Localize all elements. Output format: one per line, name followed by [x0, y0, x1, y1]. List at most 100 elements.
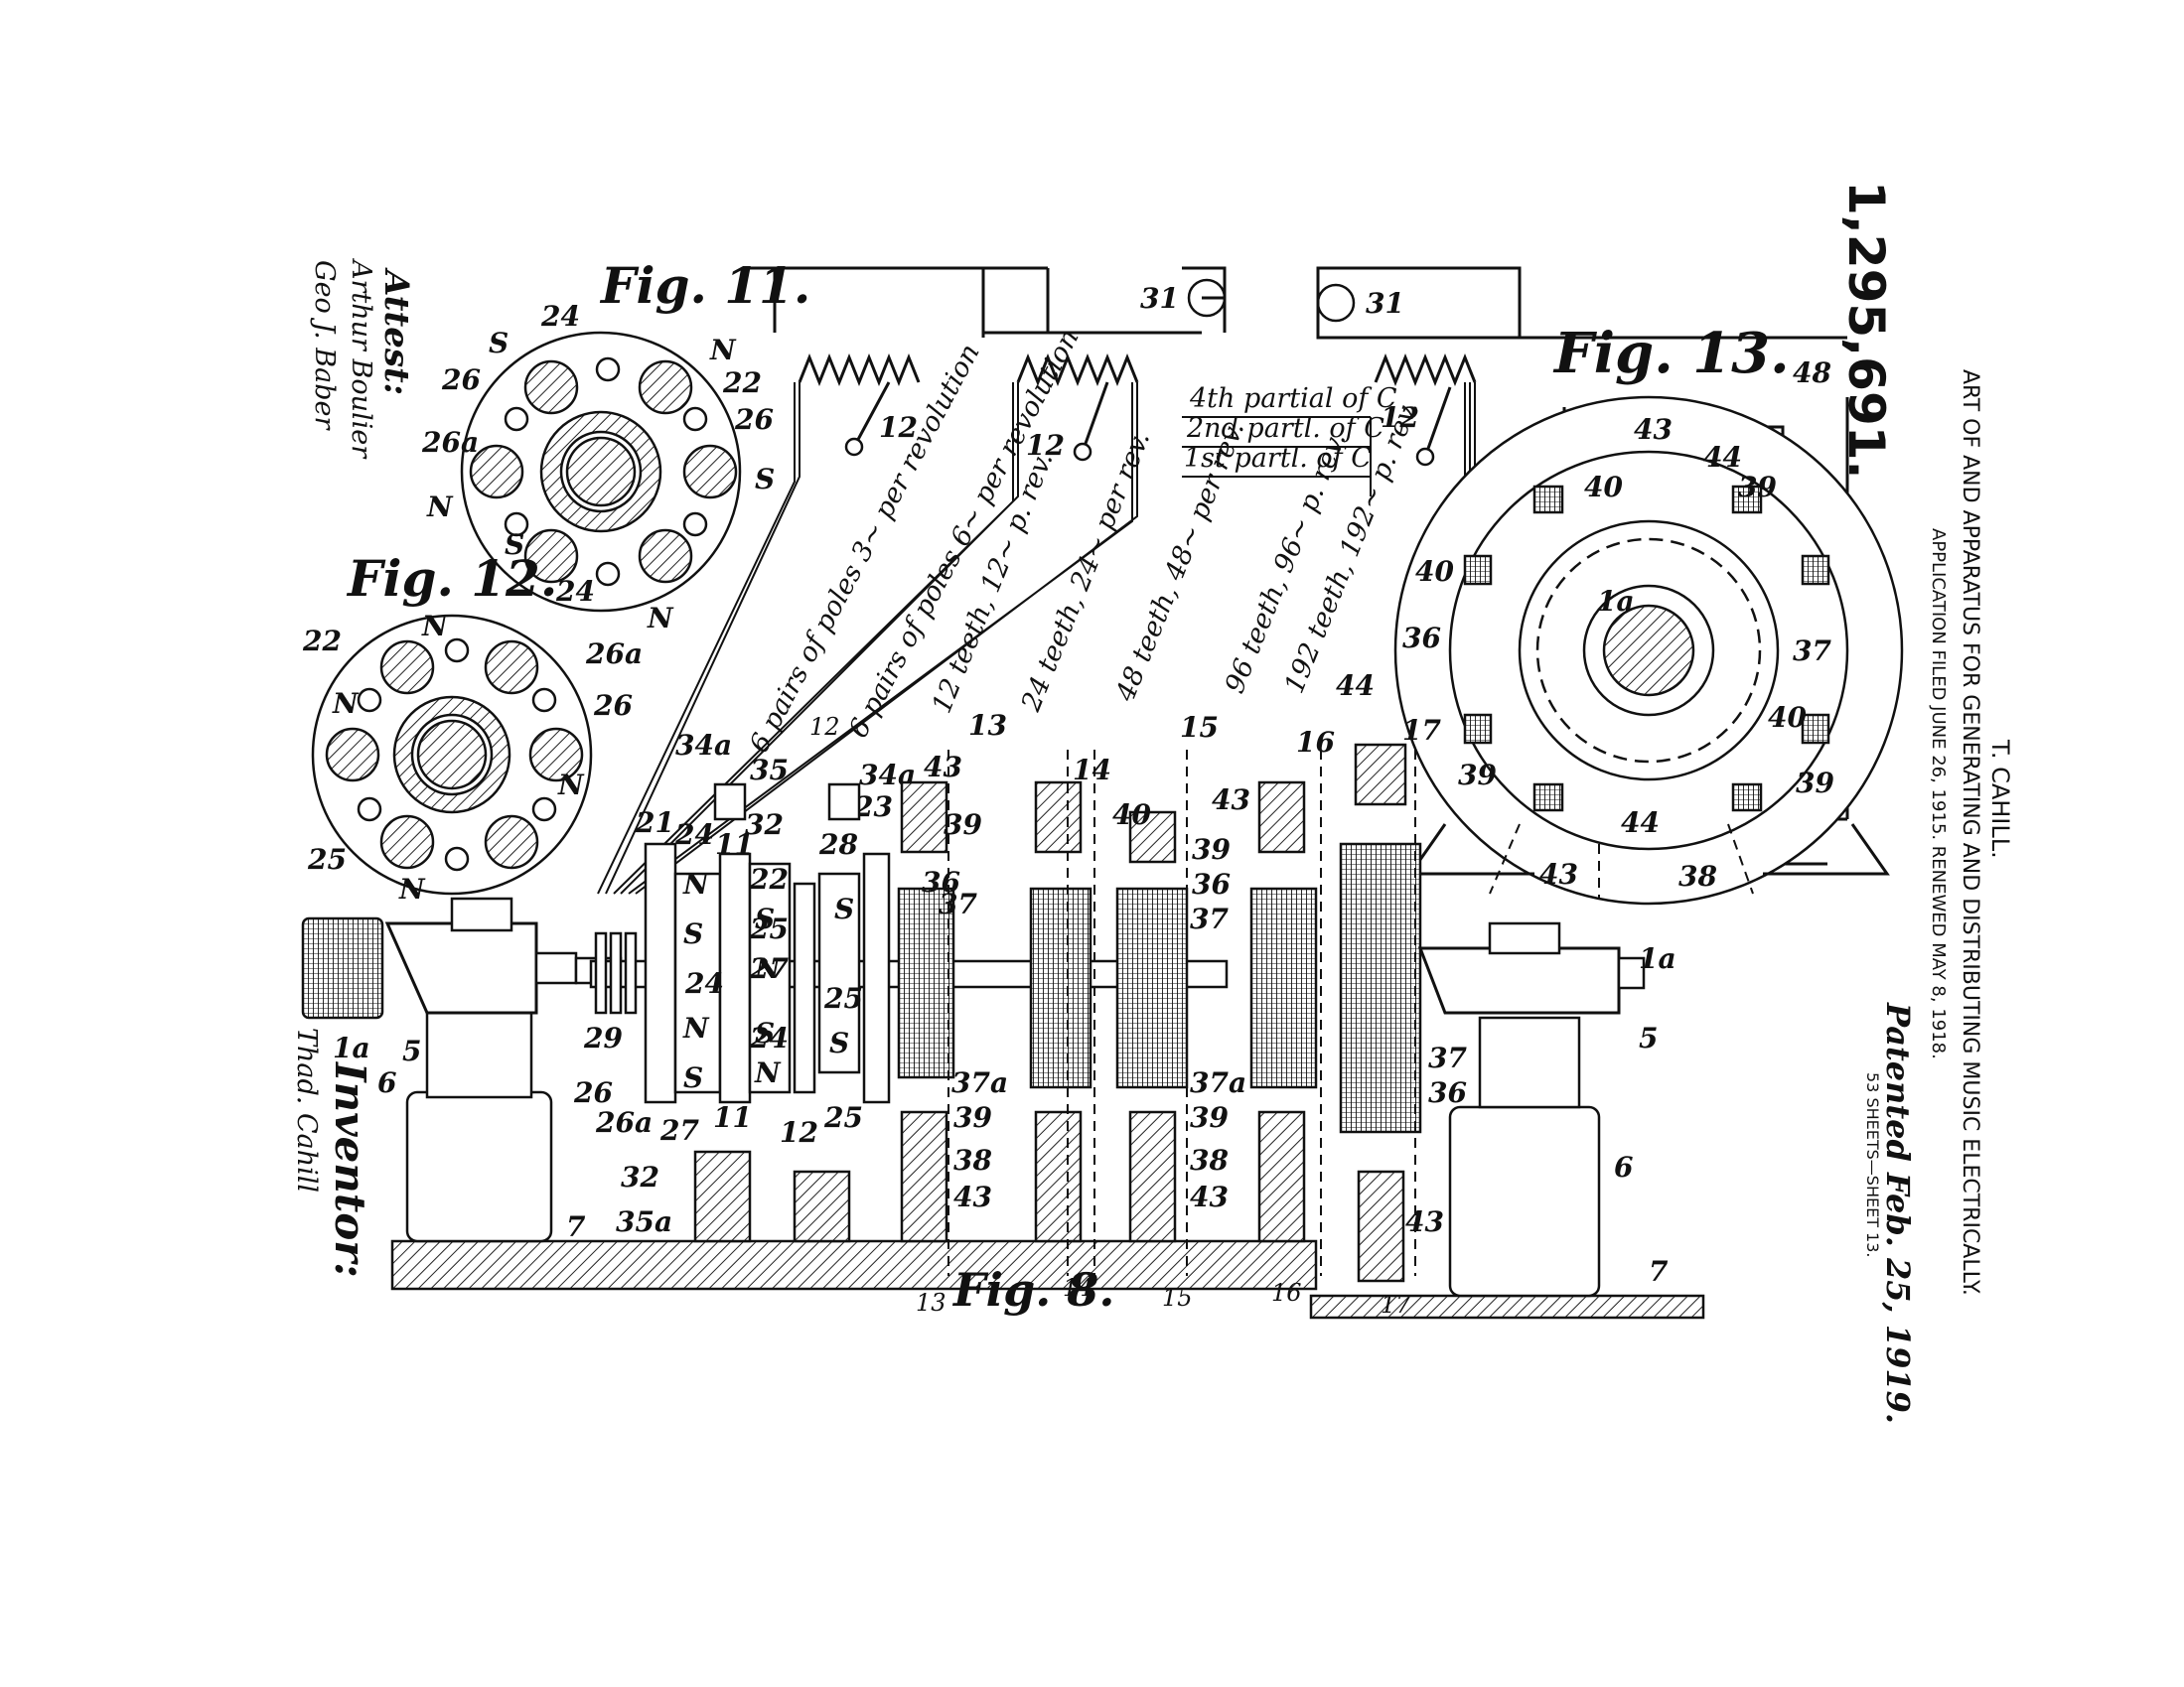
fig8-ref-37a-b: 37a [1190, 1066, 1246, 1099]
fig8-ref-37-c: 37 [1428, 1042, 1467, 1074]
fig8-ref-43-e: 43 [1405, 1205, 1444, 1238]
ref-48: 48 [1793, 356, 1831, 389]
fig12-pole-n2: N [332, 687, 360, 720]
fig8-ref-5-right: 5 [1639, 1022, 1658, 1054]
fig8-ref-28: 28 [818, 828, 858, 861]
fig8-ref-22: 22 [749, 863, 789, 896]
ref-31-left: 31 [1140, 282, 1179, 315]
fig13-ref-39b: 39 [1458, 759, 1497, 791]
fig8-pole-s5: S [834, 893, 854, 925]
right-bearing-pedestal [1420, 923, 1644, 1296]
section-13-bottom: 13 [916, 1289, 946, 1317]
fig13-ref-39: 39 [1738, 471, 1777, 503]
receiver-31-right [1318, 285, 1354, 321]
fig8-ref-43-a: 43 [924, 751, 962, 783]
fig8-ref-21: 21 [635, 806, 674, 839]
fig8-ref-35: 35 [750, 754, 789, 786]
inventor-signature: Thad. Cahill [291, 1028, 322, 1193]
fig11-ref-26: 26 [734, 403, 774, 436]
fig8-pole-n2: N [682, 1012, 710, 1045]
resistance-bank-1 [800, 357, 919, 382]
fig8-ref-29: 29 [583, 1022, 623, 1054]
fig12-pole-n: N [421, 610, 449, 642]
fig13-ref-44: 44 [1703, 441, 1742, 474]
section-15-bottom: 15 [1162, 1284, 1193, 1312]
fig8-ref-7b: 7 [1649, 1255, 1669, 1288]
fig12-label: Fig. 12. [346, 549, 557, 608]
fig8-ref-34a: 34a [675, 729, 732, 762]
fig8-ref-37-a: 37 [939, 888, 977, 920]
fig13-ref-40c: 40 [1768, 701, 1807, 734]
fig8-ref-27b: 27 [659, 1114, 699, 1147]
fig8-ref-25b: 25 [823, 1101, 863, 1134]
fig13-ref-36: 36 [1402, 622, 1441, 654]
fig13-ref-44c: 44 [1621, 806, 1660, 839]
fig12-ref-26: 26 [593, 689, 633, 722]
fig8-pole-s6: S [829, 1027, 849, 1059]
fig12-ref-26a: 26a [585, 637, 643, 670]
application-dates: APPLICATION FILED JUNE 26, 1915. RENEWED… [1928, 528, 1949, 1059]
witness-signature-1: Arthur Boulier [346, 257, 376, 460]
fig12-ref-22: 22 [302, 625, 342, 657]
fig11-ref-24b: 24 [555, 575, 595, 608]
fig11-pole-s2: S [755, 463, 775, 495]
fig8-ref-36-c: 36 [1428, 1076, 1467, 1109]
fig8-ref-39-a: 39 [944, 808, 982, 841]
tone-wheel-192 [1341, 745, 1420, 1281]
fig11-pole-s: S [489, 327, 509, 359]
fig11-pole-n3: N [647, 602, 674, 634]
fig13-ref-43b: 43 [1539, 858, 1578, 891]
fig8-ref-25c: 25 [823, 982, 863, 1015]
section-16-top: 16 [1296, 726, 1335, 759]
label-4th-partial: 4th partial of C [1189, 383, 1397, 414]
fig8-ref-26: 26 [573, 1076, 613, 1109]
drive-pulley [303, 918, 382, 1018]
fig11-label: Fig. 11. [599, 256, 810, 315]
fig13-ref-40: 40 [1584, 471, 1623, 503]
section-13-top: 13 [968, 709, 1007, 742]
resistance-bank-3 [1376, 357, 1475, 382]
fig8-pole-n1: N [682, 868, 710, 901]
ref-31-right: 31 [1366, 287, 1404, 320]
fig13-ref-43: 43 [1634, 413, 1673, 446]
section-17-top: 17 [1402, 714, 1441, 747]
fig8-ref-38-a: 38 [953, 1144, 992, 1177]
fig8-ref-5-left: 5 [402, 1035, 421, 1067]
fig12-pole-n4: N [398, 873, 426, 906]
witness-signature-2: Geo J. Baber [309, 260, 340, 431]
fig8-pole-s1: S [683, 917, 703, 950]
fig8-ref-1a-left: 1a [333, 1032, 370, 1064]
collector-rings [596, 933, 636, 1013]
fig11-ref-24: 24 [540, 300, 580, 333]
fig13-label: Fig. 13. [1552, 321, 1790, 386]
fig8-ref-32: 32 [745, 808, 784, 841]
section-12-top: 12 [809, 713, 840, 741]
fig8-ref-1a-right: 1a [1639, 942, 1676, 975]
fig8-ref-39-b: 39 [953, 1101, 992, 1134]
fig11-ref-26a: 26a [421, 426, 479, 459]
fig8-ref-32b: 32 [621, 1161, 659, 1194]
fig8-pole-n4: N [754, 1056, 782, 1089]
fig12-ref-25: 25 [307, 843, 347, 876]
fig8-ref-7: 7 [566, 1210, 586, 1243]
fig8-ref-39-c: 39 [1192, 833, 1231, 866]
fig8-ref-37a-a: 37a [951, 1066, 1008, 1099]
fig8-ref-6-right: 6 [1614, 1151, 1633, 1184]
fig8-ref-11b: 11 [713, 1101, 752, 1134]
tone-wheel-12 [899, 782, 953, 1241]
fig13-ref-44b: 44 [1336, 669, 1375, 702]
section-17-bottom: 17 [1381, 1291, 1411, 1319]
section-15-top: 15 [1180, 711, 1219, 744]
inventor-name-header: T. CAHILL. [1986, 739, 2014, 859]
patent-title: ART OF AND APPARATUS FOR GENERATING AND … [1958, 369, 1982, 1296]
fig11-pole-n: N [709, 334, 737, 366]
tone-wheel-96 [1251, 782, 1316, 1241]
inventor-label: Inventor: [326, 1061, 374, 1278]
fig8-ref-43-c: 43 [1190, 1181, 1229, 1213]
fig11-pole-n2: N [426, 491, 454, 523]
fig8-ref-37-b: 37 [1190, 903, 1229, 935]
fig8-baseplate [392, 1241, 1316, 1289]
fig8-ref-25: 25 [749, 913, 789, 945]
fig8-ref-24b: 24 [684, 967, 724, 1000]
fig8-ref-24c: 24 [749, 1022, 789, 1054]
